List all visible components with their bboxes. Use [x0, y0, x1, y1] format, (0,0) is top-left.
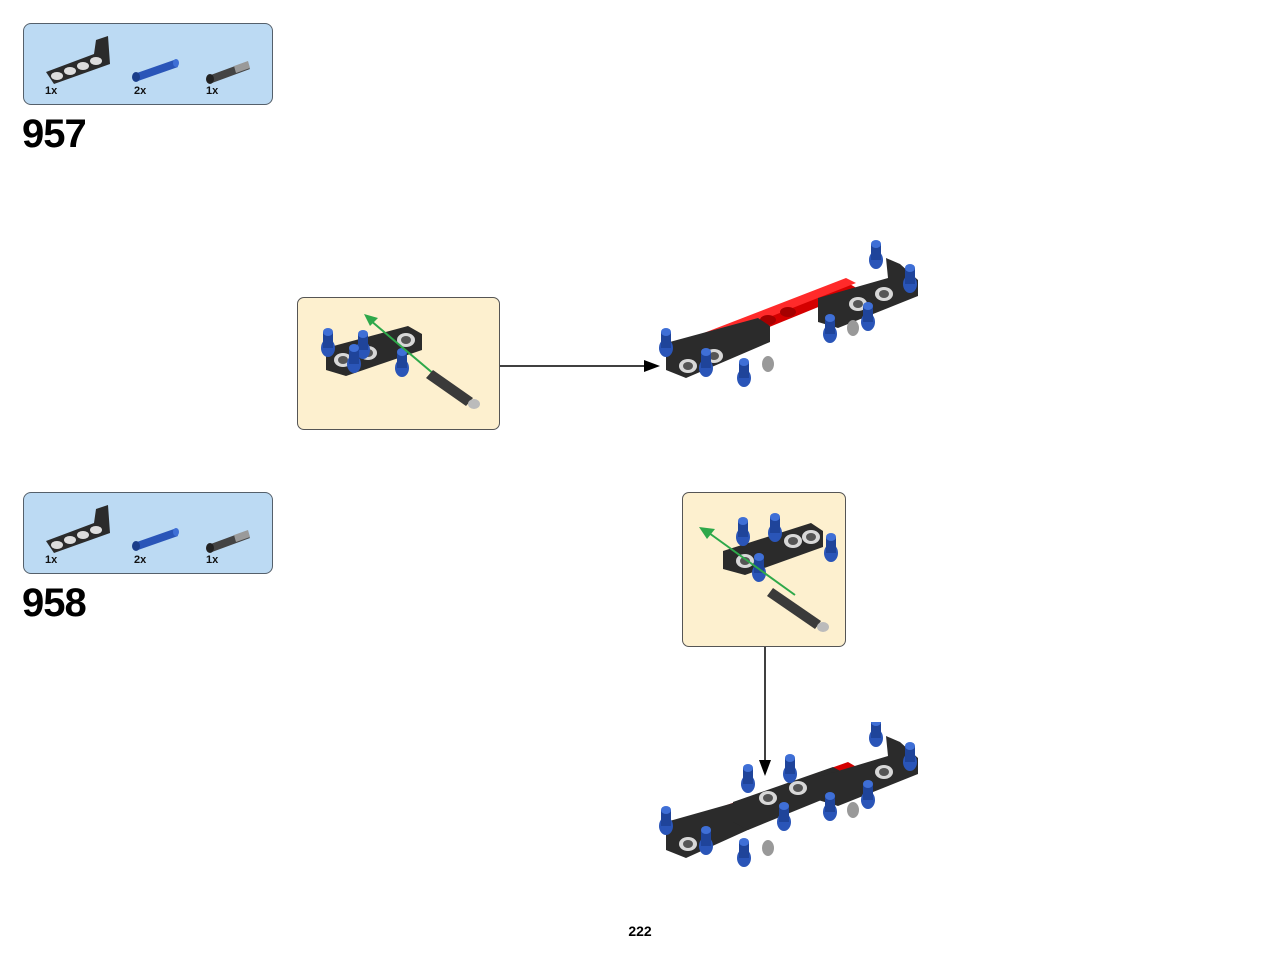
model-assembly-958 — [648, 722, 928, 882]
page-number: 222 — [628, 923, 652, 939]
parts-illustration — [46, 505, 250, 553]
part-qty: 2x — [134, 85, 147, 97]
parts-list-958: 1x 2x 1x — [23, 492, 273, 574]
grey-axle-pin-icon — [206, 61, 250, 84]
model-illustration — [659, 722, 918, 867]
black-liftarm-icon — [46, 505, 110, 553]
sub-assembly-callout — [297, 297, 500, 430]
part-qty: 1x — [45, 554, 58, 566]
step-number: 958 — [22, 581, 87, 625]
part-qty: 1x — [206, 554, 219, 566]
sub-assembly-illustration — [699, 513, 838, 632]
blue-pin-icon — [132, 528, 179, 551]
grey-axle-pin-icon — [426, 370, 473, 406]
grey-axle-pin-icon — [767, 588, 821, 629]
part-qty: 1x — [206, 85, 219, 97]
parts-illustration — [46, 36, 250, 84]
part-qty: 1x — [45, 85, 58, 97]
grey-axle-pin-icon — [206, 530, 250, 553]
blue-pin-icon — [132, 59, 179, 82]
part-qty: 2x — [134, 554, 147, 566]
model-assembly-957 — [648, 238, 928, 398]
install-arrow — [708, 532, 796, 596]
model-illustration — [659, 240, 918, 387]
black-liftarm-icon — [46, 36, 110, 84]
sub-assembly-illustration — [321, 314, 480, 409]
sub-assembly-callout — [682, 492, 846, 647]
step-number: 957 — [22, 112, 87, 156]
parts-list-957: 1x 2x 1x — [23, 23, 273, 105]
